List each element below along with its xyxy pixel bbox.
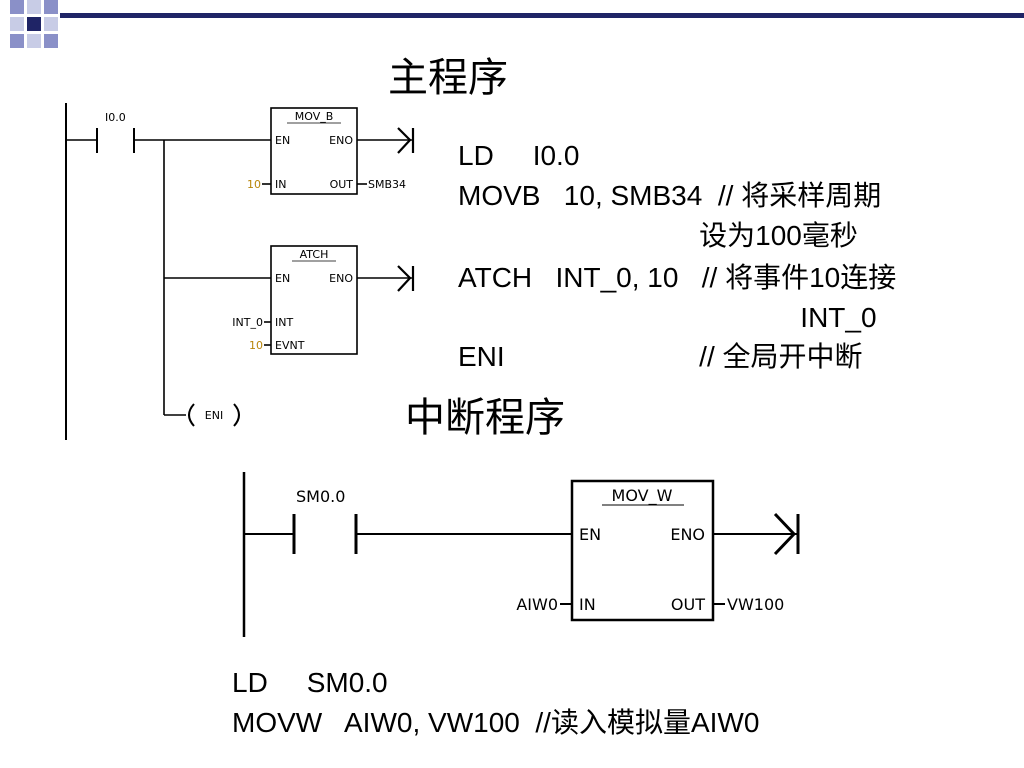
interrupt-program-title: 中断程序: [405, 395, 565, 441]
isr-code-line-2: MOVW AIW0, VW100 //读入模拟量AIW0: [232, 707, 760, 738]
eni-coil-label: ENI: [205, 409, 223, 422]
isr-code-line-1: LD SM0.0: [232, 667, 388, 698]
main-code-line-4: ATCH INT_0, 10 // 将事件10连接: [458, 262, 897, 293]
main-code-line-3: 设为100毫秒: [458, 220, 858, 251]
movb-block: [270, 107, 358, 195]
movw-block: [570, 479, 715, 622]
atch-int: INT: [275, 316, 293, 329]
deco-square: [10, 34, 24, 48]
movb-out: OUT: [330, 178, 354, 191]
deco-square: [10, 0, 24, 14]
atch-en: EN: [275, 272, 290, 285]
deco-square: [44, 34, 58, 48]
atch-name: ATCH: [300, 248, 329, 261]
atch-int-value: INT_0: [232, 316, 263, 329]
eni-coil-right: [233, 403, 240, 427]
main-code-line-1: LD I0.0: [458, 140, 580, 171]
movb-name: MOV_B: [295, 110, 334, 123]
atch-evnt: EVNT: [275, 339, 305, 352]
isr-contact-label: SM0.0: [296, 487, 345, 506]
deco-square: [44, 17, 58, 31]
main-code-line-2: MOVB 10, SMB34 // 将采样周期: [458, 180, 882, 211]
eni-coil-left: [188, 403, 195, 427]
movw-in-value: AIW0: [516, 595, 558, 614]
atch-evnt-value: 10: [249, 339, 263, 352]
deco-square: [27, 34, 41, 48]
main-program-title: 主程序: [388, 55, 508, 101]
deco-square: [44, 0, 58, 14]
main-code-line-6: ENI // 全局开中断: [458, 341, 863, 372]
movb-in-value: 10: [247, 178, 261, 191]
deco-square: [27, 17, 41, 31]
movb-en: EN: [275, 134, 290, 147]
movb-in: IN: [275, 178, 286, 191]
movw-en: EN: [579, 525, 601, 544]
output-arrow: [397, 127, 412, 154]
atch-block: [270, 245, 358, 355]
main-ladder-diagram: I0.0 MOV_B EN ENO IN OUT 10 SMB34 ATCH E…: [65, 103, 415, 440]
movw-out-value: VW100: [727, 595, 784, 614]
output-arrow: [773, 512, 797, 556]
header-decoration: [0, 0, 1024, 60]
output-arrow: [397, 265, 412, 292]
movw-in: IN: [579, 595, 596, 614]
header-bar: [60, 13, 1024, 18]
movb-out-value: SMB34: [368, 178, 406, 191]
movb-eno: ENO: [329, 134, 353, 147]
deco-square: [27, 0, 41, 14]
movw-eno: ENO: [670, 525, 705, 544]
movw-out: OUT: [671, 595, 705, 614]
atch-eno: ENO: [329, 272, 353, 285]
deco-square: [10, 17, 24, 31]
main-code-line-5: INT_0: [458, 302, 877, 333]
contact-label: I0.0: [105, 111, 126, 124]
movw-name: MOV_W: [612, 486, 673, 506]
